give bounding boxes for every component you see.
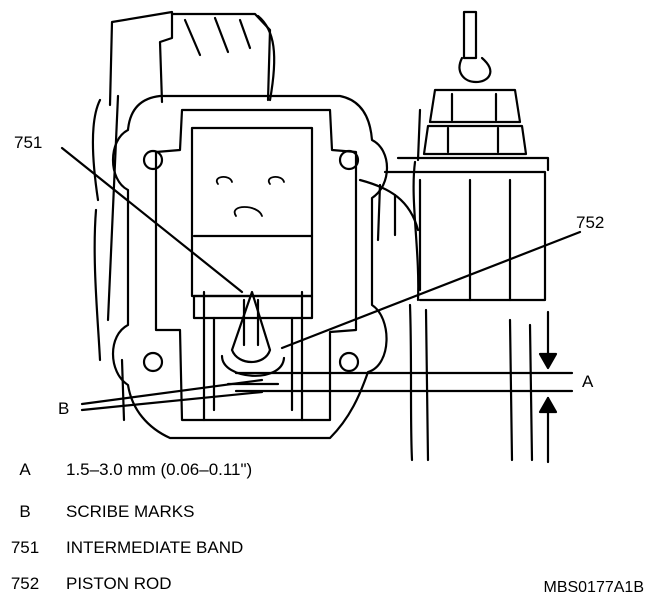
callout-a: A: [582, 372, 594, 391]
callout-751: 751: [14, 133, 42, 152]
legend-key: 752: [10, 574, 40, 593]
callout-leaders: [60, 146, 582, 412]
servo-body: [190, 126, 314, 422]
piston-rod: [220, 290, 286, 386]
legend-text: SCRIBE MARKS: [66, 502, 195, 521]
legend-key: A: [19, 460, 31, 479]
adjusting-screw: [383, 10, 550, 302]
callout-b: B: [58, 399, 69, 418]
servo-cover: [111, 94, 389, 440]
legend-text: 1.5–3.0 mm (0.06–0.11"): [66, 460, 253, 479]
legend-text: INTERMEDIATE BAND: [66, 538, 244, 557]
legend-key: B: [19, 502, 31, 521]
scribe-mark-lines: [234, 371, 574, 393]
legend-key: 751: [10, 538, 40, 557]
dimension-a-arrows: [538, 310, 558, 464]
figure-id: MBS0177A1B: [543, 579, 644, 596]
callout-752: 752: [576, 213, 604, 232]
servo-clips: [215, 176, 285, 217]
legend-text: PISTON ROD: [66, 574, 172, 593]
